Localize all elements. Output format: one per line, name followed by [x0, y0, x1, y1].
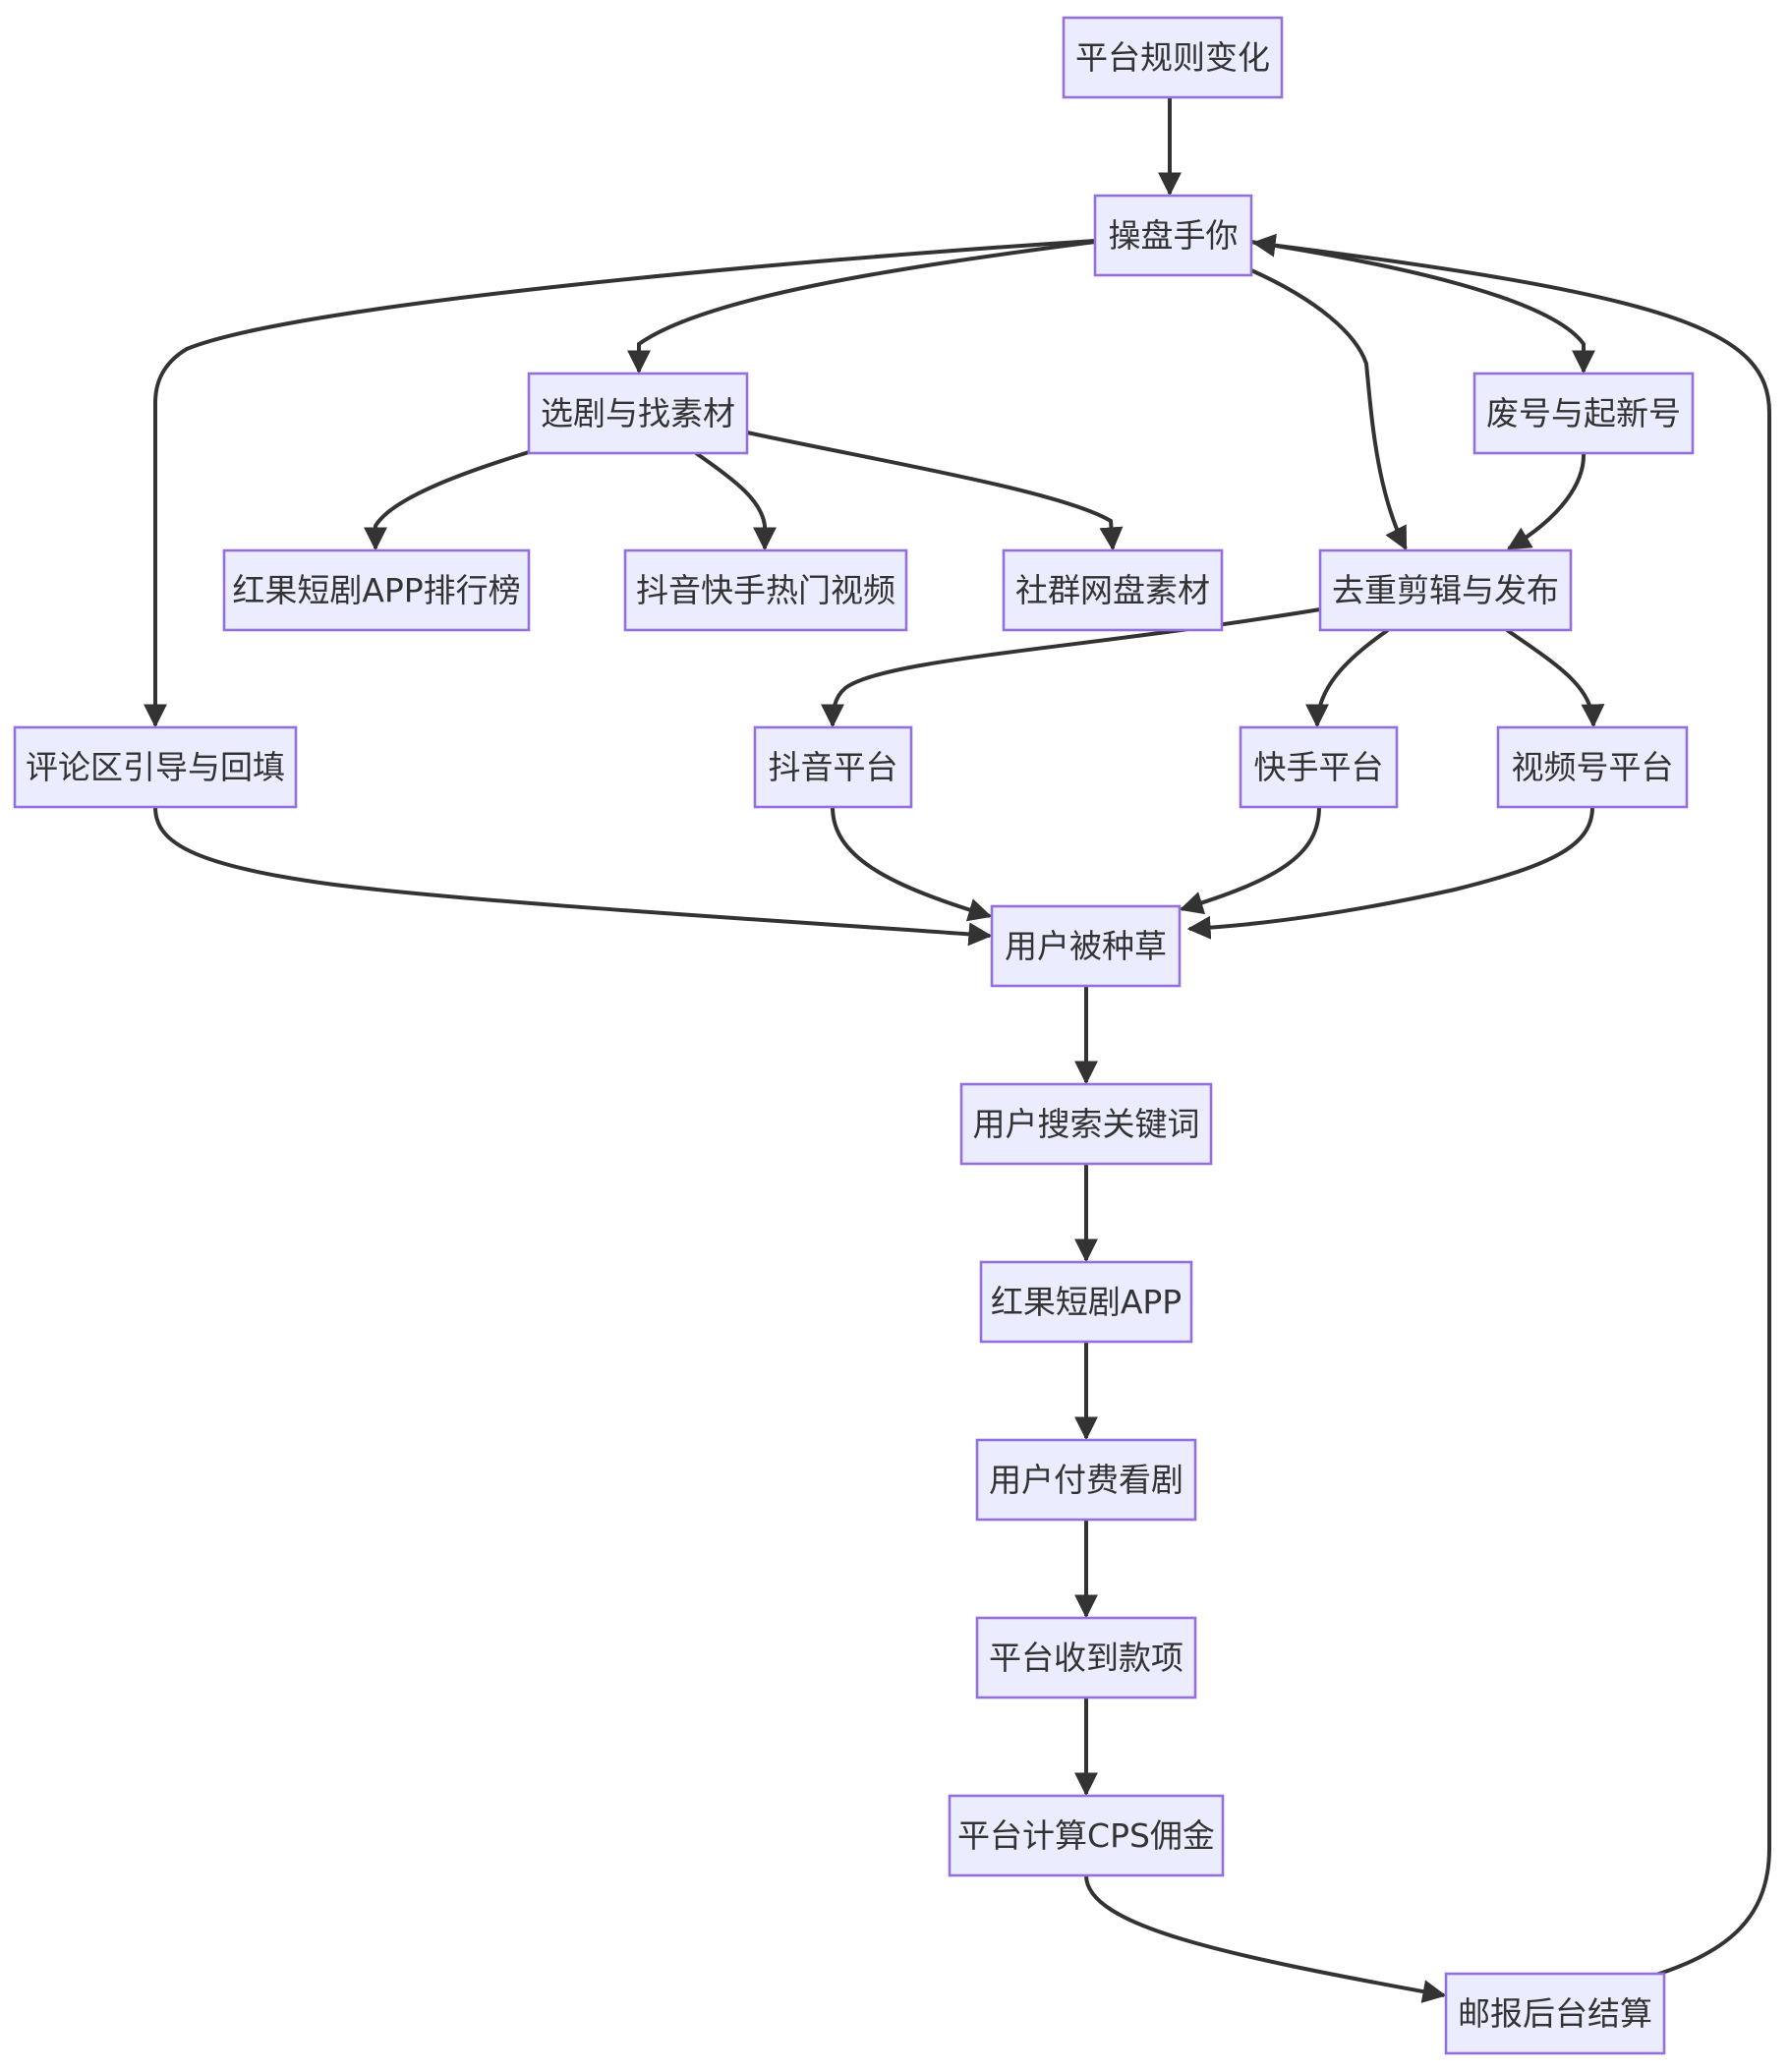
node-community: 社群网盘素材 — [1002, 548, 1224, 632]
node-label: 社群网盘素材 — [1015, 571, 1210, 609]
node-label: 操盘手你 — [1109, 216, 1239, 255]
node-box — [1239, 725, 1399, 809]
node-box — [1318, 548, 1573, 632]
node-label: 红果短剧APP排行榜 — [232, 571, 520, 609]
node-comment: 评论区引导与回填 — [13, 725, 298, 809]
node-label: 用户搜索关键词 — [973, 1105, 1200, 1143]
node-label: 去重剪辑与发布 — [1332, 571, 1559, 609]
edge-select-to-community — [746, 431, 1124, 551]
edge-select-to-rank — [364, 450, 530, 551]
node-box — [975, 1438, 1197, 1522]
node-box — [222, 548, 531, 632]
edge-op-to-edit — [1250, 268, 1408, 551]
edge-edit-to-kuaishou — [1305, 628, 1390, 728]
node-box — [527, 372, 749, 455]
edge-comment-to-seeded — [153, 806, 993, 947]
node-kuaishou: 快手平台 — [1239, 725, 1399, 809]
node-box — [1472, 372, 1695, 455]
node-label: 评论区引导与回填 — [26, 748, 285, 786]
node-box — [1496, 725, 1689, 809]
node-label: 用户被种草 — [1005, 927, 1167, 965]
node-hotvideo: 抖音快手热门视频 — [623, 548, 908, 632]
node-abandon: 废号与起新号 — [1472, 372, 1695, 455]
node-rules: 平台规则变化 — [1062, 16, 1284, 99]
node-rank: 红果短剧APP排行榜 — [222, 548, 531, 632]
edge-douyin-to-seeded — [831, 806, 993, 922]
node-box — [1444, 1972, 1666, 2055]
edge-abandon-to-edit — [1506, 452, 1587, 550]
node-box — [1093, 194, 1253, 277]
node-op: 操盘手你 — [1093, 194, 1253, 277]
node-label: 邮报后台结算 — [1458, 1994, 1652, 2033]
node-select: 选剧与找素材 — [527, 372, 749, 455]
node-box — [990, 904, 1182, 988]
node-label: 抖音快手热门视频 — [636, 571, 895, 609]
node-label: 快手平台 — [1254, 748, 1384, 786]
node-label: 视频号平台 — [1512, 748, 1674, 786]
node-douyin: 抖音平台 — [753, 725, 913, 809]
edge-kuaishou-to-seeded — [1179, 806, 1321, 915]
edge-op-to-abandon — [1250, 240, 1595, 374]
node-box — [979, 1260, 1193, 1344]
node-edit: 去重剪辑与发布 — [1318, 548, 1573, 632]
node-box — [975, 1616, 1197, 1699]
node-label: 废号与起新号 — [1486, 394, 1681, 432]
node-pay: 用户付费看剧 — [975, 1438, 1197, 1522]
node-shipinhao: 视频号平台 — [1496, 725, 1689, 809]
node-box — [959, 1082, 1213, 1166]
node-label: 平台收到款项 — [989, 1639, 1183, 1677]
edge-shipinhao-to-seeded — [1186, 806, 1594, 940]
node-label: 选剧与找素材 — [541, 394, 735, 432]
node-box — [13, 725, 298, 809]
node-app: 红果短剧APP — [979, 1260, 1193, 1344]
node-label: 平台计算CPS佣金 — [957, 1816, 1215, 1855]
node-label: 红果短剧APP — [991, 1283, 1182, 1321]
node-label: 抖音平台 — [769, 748, 898, 786]
node-cps: 平台计算CPS佣金 — [948, 1794, 1225, 1877]
node-label: 用户付费看剧 — [989, 1461, 1183, 1499]
node-settle: 邮报后台结算 — [1444, 1972, 1666, 2055]
node-receive: 平台收到款项 — [975, 1616, 1197, 1699]
node-label: 平台规则变化 — [1075, 38, 1270, 77]
node-box — [1002, 548, 1224, 632]
node-box — [948, 1794, 1225, 1877]
edge-edit-to-shipinhao — [1505, 628, 1605, 728]
edge-settle-to-op — [1251, 233, 1771, 1978]
edges-layer — [144, 97, 1771, 2003]
edge-op-to-select — [627, 240, 1096, 374]
node-seeded: 用户被种草 — [990, 904, 1182, 988]
node-search: 用户搜索关键词 — [959, 1082, 1213, 1166]
edge-cps-to-settle — [1084, 1874, 1447, 2003]
edge-select-to-hotvideo — [694, 451, 777, 551]
node-box — [753, 725, 913, 809]
node-box — [1062, 16, 1284, 99]
edge-op-to-comment — [144, 239, 1096, 728]
node-box — [623, 548, 908, 632]
